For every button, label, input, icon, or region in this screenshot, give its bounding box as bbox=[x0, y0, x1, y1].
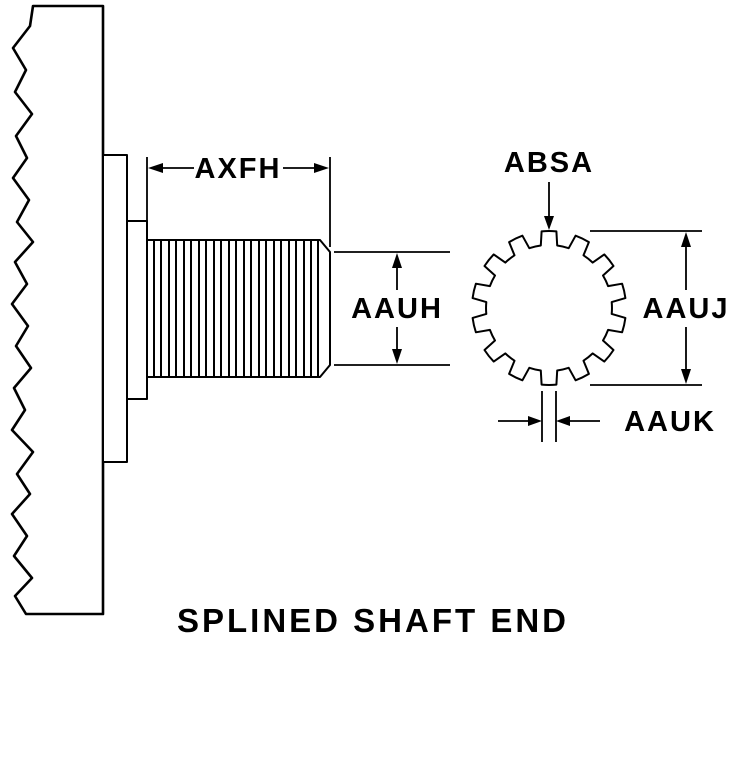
aauj-extension-lines bbox=[590, 230, 702, 386]
dimension-absa: ABSA bbox=[504, 147, 594, 230]
axfh-right-arrow-icon bbox=[314, 163, 329, 173]
shaft-body bbox=[146, 239, 331, 378]
absa-down-arrow-icon bbox=[544, 216, 554, 230]
aauk-extension-lines bbox=[541, 391, 557, 442]
spline-gear-profile bbox=[471, 230, 627, 386]
spline-lines bbox=[153, 241, 319, 376]
aauj-down-arrow-icon bbox=[681, 369, 691, 384]
aauh-label: AAUH bbox=[351, 293, 443, 325]
aauj-up-arrow-icon bbox=[681, 232, 691, 247]
absa-label: ABSA bbox=[504, 147, 594, 179]
housing-wall bbox=[10, 4, 105, 616]
dimension-aauk: AAUK bbox=[498, 391, 716, 442]
aauj-label: AAUJ bbox=[643, 293, 730, 325]
aauh-down-arrow-icon bbox=[392, 349, 402, 364]
axfh-label: AXFH bbox=[195, 153, 282, 185]
flange-outer-step bbox=[102, 154, 128, 463]
axfh-left-arrow-icon bbox=[148, 163, 163, 173]
wall-body bbox=[10, 4, 105, 616]
aauk-right-arrow-icon bbox=[528, 416, 542, 426]
dimension-axfh: AXFH bbox=[146, 153, 331, 247]
dimension-aauh: AAUH bbox=[334, 251, 450, 366]
splined-shaft-side-view bbox=[146, 239, 331, 378]
aauh-up-arrow-icon bbox=[392, 253, 402, 268]
aauk-left-arrow-icon bbox=[556, 416, 570, 426]
spline-cross-section bbox=[471, 230, 627, 386]
dimension-aauj: AAUJ bbox=[590, 230, 730, 386]
axfh-extension-lines bbox=[146, 157, 331, 247]
flange-inner-step bbox=[126, 220, 148, 400]
aauh-extension-lines bbox=[334, 251, 450, 366]
aauk-label: AAUK bbox=[624, 406, 716, 438]
shaft-flange bbox=[102, 154, 148, 463]
diagram-title: SPLINED SHAFT END bbox=[177, 602, 569, 639]
